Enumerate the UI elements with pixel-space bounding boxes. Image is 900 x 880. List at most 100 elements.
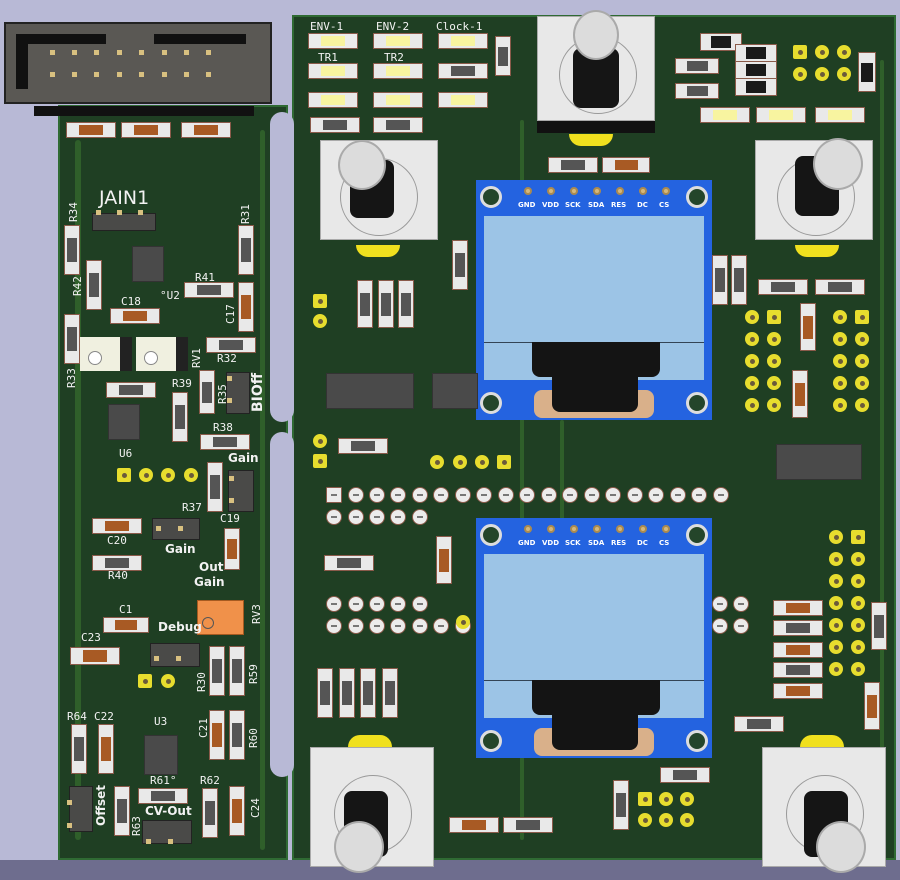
jain1-header [92, 210, 156, 231]
resistor-r62 [202, 788, 218, 838]
tht-pad [161, 468, 175, 482]
led-env1 [308, 33, 358, 49]
r64-label: R64 [67, 710, 87, 723]
tht-pad [837, 45, 851, 59]
resistor-r59 [229, 646, 245, 696]
gain-jumper-vertical[interactable] [228, 470, 254, 512]
bioff-jumper[interactable] [226, 372, 250, 414]
offset-label: Offset [94, 785, 108, 826]
resistor [357, 280, 373, 328]
resistor [758, 279, 808, 295]
pin-res-label: RES [611, 201, 627, 209]
ic-soic16-right [776, 444, 862, 480]
capacitor-c20 [92, 518, 142, 534]
mount-hole [686, 524, 708, 546]
led [308, 92, 358, 108]
led [756, 107, 806, 123]
pin-vdd-label: VDD [542, 201, 560, 209]
resistor [731, 255, 747, 305]
resistor-r64 [71, 724, 87, 774]
cv-out-jumper[interactable] [142, 820, 192, 844]
c21-label: C21 [197, 718, 210, 738]
resistor-r40 [92, 555, 142, 571]
resistor [310, 117, 360, 133]
cv-out-label: CV-Out [145, 804, 192, 818]
tht-pad [313, 294, 327, 308]
pin-cs-label: CS [659, 539, 670, 547]
capacitor-c1 [103, 617, 149, 633]
resistor [378, 280, 394, 328]
trimmer-rv3[interactable] [197, 600, 244, 635]
mount-hole [686, 186, 708, 208]
pin-sck-label: SCK [565, 539, 581, 547]
debug-jumper[interactable] [150, 643, 200, 667]
tht-pad [475, 455, 489, 469]
rotary-encoder-upper-left[interactable] [320, 140, 440, 260]
capacitor-c21 [209, 710, 225, 760]
resistor [317, 668, 333, 718]
ic-soic16-left [326, 373, 414, 409]
flex-connector-neck [552, 370, 638, 412]
r31-label: R31 [239, 204, 252, 224]
capacitor [773, 600, 823, 616]
c17-label: C17 [224, 304, 237, 324]
u2-label: °U2 [160, 289, 180, 302]
mount-hole [480, 730, 502, 752]
resistor [712, 255, 728, 305]
pin-gnd-label: GND [518, 539, 536, 547]
oled-display-top: GND VDD SCK SDA RES DC CS [476, 180, 712, 420]
tht-pad [139, 468, 153, 482]
rotary-encoder-lower-left[interactable] [308, 735, 438, 880]
led-tr2 [373, 63, 423, 79]
r32-label: R32 [217, 352, 237, 365]
gain-jumper-horizontal[interactable] [152, 518, 200, 540]
tht-pad [456, 615, 470, 629]
resistor-r42 [86, 260, 102, 310]
capacitor-c17 [238, 282, 254, 332]
capacitor [792, 370, 808, 418]
resistor-r5 [106, 382, 156, 398]
trace [560, 420, 564, 520]
diode [700, 33, 742, 51]
led [815, 107, 865, 123]
capacitor [800, 303, 816, 351]
r61-label: R61° [150, 774, 177, 787]
capacitor [773, 642, 823, 658]
capacitor [66, 122, 116, 138]
ic-u6 [108, 404, 140, 440]
resistor [495, 36, 511, 76]
led-tr1 [308, 63, 358, 79]
clock1-label: Clock-1 [436, 20, 483, 33]
pin-sda-label: SDA [588, 539, 605, 547]
rotary-encoder-upper-right[interactable] [755, 138, 875, 260]
led-env2 [373, 33, 423, 49]
tht-pad [161, 674, 175, 688]
ic-u3 [144, 735, 178, 775]
rotary-encoder-lower-right[interactable] [760, 735, 890, 880]
resistor [373, 117, 423, 133]
resistor-r38 [200, 434, 250, 450]
tr2-label: TR2 [384, 51, 404, 64]
trimmer-rv1a [80, 337, 132, 371]
pin-vdd-label: VDD [542, 539, 560, 547]
offset-jumper[interactable] [67, 786, 93, 832]
led [373, 92, 423, 108]
u6-label: U6 [119, 447, 133, 460]
resistor [660, 767, 710, 783]
capacitor-c22 [98, 724, 114, 774]
resistor-r32 [206, 337, 256, 353]
resistor-r33 [64, 314, 80, 364]
diode [735, 61, 777, 79]
rotary-encoder-top-center[interactable] [537, 8, 657, 146]
resistor [871, 602, 887, 650]
rv1-label: RV1 [190, 348, 203, 368]
diode [735, 44, 777, 62]
resistor [503, 817, 553, 833]
tht-pad [117, 468, 131, 482]
resistor [815, 279, 865, 295]
tht-pad [138, 674, 152, 688]
tht-pad [815, 45, 829, 59]
mount-hole [480, 186, 502, 208]
trimmer-rv1b [136, 337, 188, 371]
r39-label: R39 [172, 377, 192, 390]
